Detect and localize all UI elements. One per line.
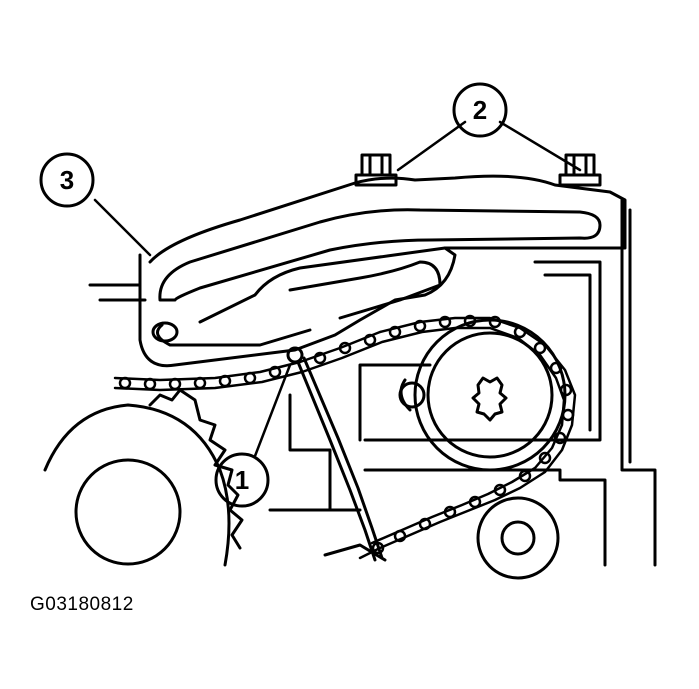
callout-3-circle: [39, 152, 95, 208]
callout-1-label: 1: [235, 465, 249, 495]
callout-1-circle: [214, 452, 270, 508]
locking-pin: [286, 346, 387, 562]
leader-lines: [93, 120, 582, 458]
figure-id: G03180812: [30, 594, 134, 615]
timing-chain: [113, 314, 577, 560]
bolt-left: [354, 153, 398, 187]
callout-2-circle: [452, 82, 508, 138]
crankshaft-sprocket: [43, 388, 244, 567]
callout-3-label: 3: [60, 165, 74, 195]
callout-circles: [39, 82, 508, 508]
lower-pulley: [476, 496, 560, 580]
callout-2-label: 2: [473, 95, 487, 125]
chain-guide: [138, 174, 627, 368]
